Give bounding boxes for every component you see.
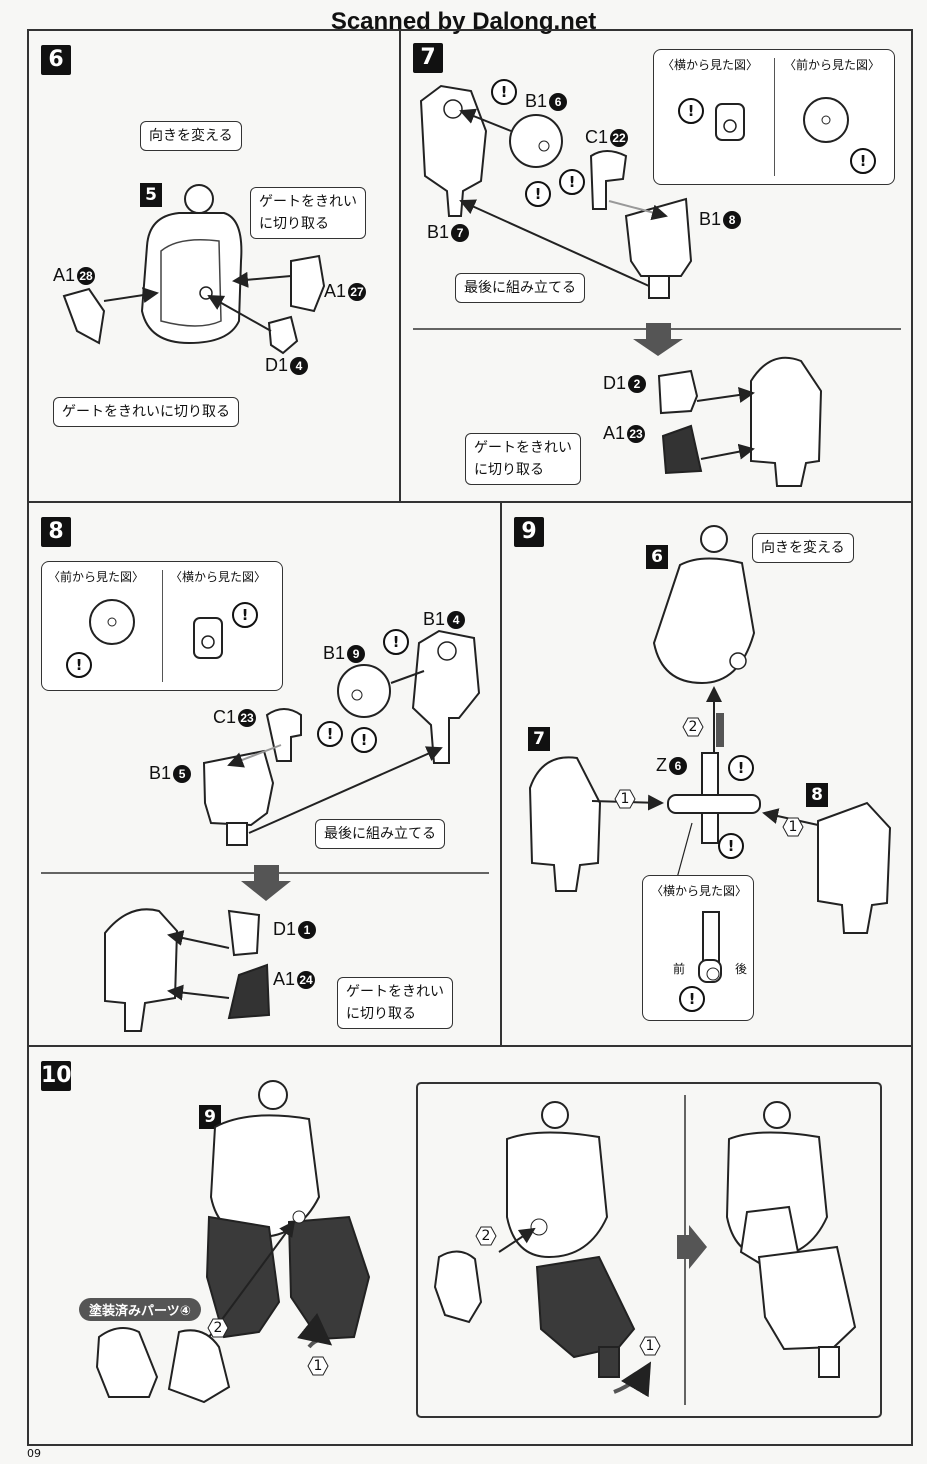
step-order-1: 1 xyxy=(639,1336,661,1356)
gate-note: ゲートをきれい に切り取る xyxy=(465,433,581,485)
reference-drawings xyxy=(715,97,849,143)
front-view-caption: 〈前から見た図〉 xyxy=(48,570,145,584)
turn-note: 向きを変える xyxy=(140,121,242,151)
body-assembly-drawing xyxy=(528,525,892,934)
warning-icon: ! xyxy=(383,629,409,655)
step-number: 8 xyxy=(41,517,71,547)
step-10-panel: 10 9 塗装済みパーツ④ 2 1 2 1 xyxy=(27,1045,913,1446)
warning-icon: ! xyxy=(679,986,705,1012)
step-order-1: 1 xyxy=(307,1356,329,1376)
side-view-drawing xyxy=(698,911,722,983)
back-label: 後 xyxy=(735,962,748,976)
side-view-caption: 〈横から見た図〉 xyxy=(170,570,267,584)
reference-drawings xyxy=(89,599,223,659)
step-number: 6 xyxy=(41,45,71,75)
reference-views: 〈横から見た図〉 〈前から見た図〉 ! ! xyxy=(653,49,895,185)
warning-icon: ! xyxy=(317,721,343,747)
subassembly-8: 8 xyxy=(806,783,828,807)
gate-note: ゲートをきれい に切り取る xyxy=(337,977,453,1029)
warning-icon: ! xyxy=(232,602,258,628)
step-number: 10 xyxy=(41,1061,72,1091)
final-assembly-drawing xyxy=(95,1080,882,1418)
warning-icon: ! xyxy=(525,181,551,207)
front-label: 前 xyxy=(673,962,686,976)
step-number: 9 xyxy=(514,517,544,547)
warning-icon: ! xyxy=(559,169,585,195)
gate-note-top: ゲートをきれい に切り取る xyxy=(250,187,366,239)
side-view-caption: 〈横から見た図〉 xyxy=(651,884,748,898)
page-number: 09 xyxy=(27,1447,41,1460)
step-order-1: 1 xyxy=(614,789,636,809)
last-assembly-note: 最後に組み立てる xyxy=(315,819,445,849)
step-order-2: 2 xyxy=(682,717,704,737)
warning-icon: ! xyxy=(718,833,744,859)
step-order-1: 1 xyxy=(782,817,804,837)
side-view-box: 〈横から見た図〉 前 後 ! xyxy=(642,875,754,1021)
step-order-2: 2 xyxy=(475,1226,497,1246)
warning-icon: ! xyxy=(66,652,92,678)
warning-icon: ! xyxy=(850,148,876,174)
turn-note: 向きを変える xyxy=(752,533,854,563)
step-number: 7 xyxy=(413,43,443,73)
leg-assembly-drawing xyxy=(413,84,901,487)
painted-part-badge: 塗装済みパーツ④ xyxy=(79,1298,201,1321)
warning-icon: ! xyxy=(351,727,377,753)
subassembly-9: 9 xyxy=(199,1105,221,1129)
subassembly-6: 6 xyxy=(646,545,668,569)
subassembly-7: 7 xyxy=(528,727,550,751)
step-order-2: 2 xyxy=(207,1318,229,1338)
gate-note-bottom: ゲートをきれいに切り取る xyxy=(53,397,239,427)
warning-icon: ! xyxy=(678,98,704,124)
side-view-caption: 〈横から見た図〉 xyxy=(662,58,759,72)
warning-icon: ! xyxy=(491,79,517,105)
subassembly-5: 5 xyxy=(140,183,162,207)
leg-assembly-drawing xyxy=(41,629,489,1032)
warning-icon: ! xyxy=(728,755,754,781)
front-view-caption: 〈前から見た図〉 xyxy=(784,58,881,72)
torso-drawing xyxy=(62,184,326,355)
reference-views: 〈前から見た図〉 〈横から見た図〉 ! ! xyxy=(41,561,283,691)
last-assembly-note: 最後に組み立てる xyxy=(455,273,585,303)
